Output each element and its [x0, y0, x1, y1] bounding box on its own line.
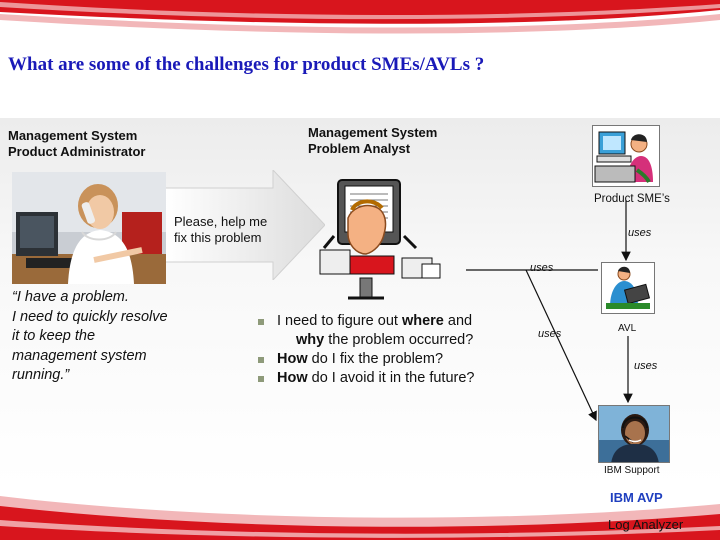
sme-clipart [594, 131, 653, 183]
analyst-clipart [319, 179, 441, 300]
quote-line: running.” [12, 367, 70, 383]
quote-line: management system [12, 347, 147, 364]
bullet-emphasis: How [277, 351, 308, 367]
bullet-text: the problem occurred? [324, 332, 474, 348]
help-request-text: Please, help me fix this problem [174, 214, 267, 246]
support-photo [599, 406, 669, 462]
role-line: Product Administrator [8, 144, 146, 159]
callout-line: fix this problem [174, 230, 262, 245]
bullet-continuation: why the problem occurred? [277, 331, 474, 350]
product-name: Log Analyzer [608, 517, 684, 532]
role-product-administrator: Management System Product Administrator [8, 128, 145, 160]
quote-line: “I have a problem. [12, 289, 129, 305]
bullet-square-icon [258, 357, 264, 363]
role-line: Management System [308, 125, 438, 140]
quote-line: I need to quickly resolve [12, 308, 168, 325]
handoff-arrow [165, 170, 325, 280]
slide-title: What are some of the challenges for prod… [8, 54, 485, 75]
challenge-item: I need to figure out where and why the p… [258, 312, 474, 350]
avl-clipart [606, 266, 651, 309]
uses-label: uses [538, 328, 562, 340]
bullet-emphasis: where [401, 313, 444, 329]
callout-line: Please, help me [174, 214, 268, 229]
avl-node [601, 262, 655, 314]
product-sme-node [592, 125, 660, 187]
support-label: IBM Support [604, 465, 660, 476]
header-swoosh [0, 0, 720, 34]
challenge-item: How do I fix the problem? [258, 350, 474, 369]
bullet-text: I need to figure out [277, 313, 402, 329]
bullet-text: do I avoid it in the future? [307, 370, 475, 386]
connector-analyst-support [525, 269, 597, 422]
footer-swoosh [0, 496, 720, 540]
bullet-text: do I fix the problem? [307, 351, 444, 367]
role-line: Problem Analyst [308, 141, 411, 156]
role-line: Management System [8, 128, 138, 143]
role-problem-analyst: Management System Problem Analyst [308, 125, 437, 157]
ibm-support-node [598, 405, 670, 463]
uses-label: uses [628, 227, 652, 239]
bullet-square-icon [258, 319, 264, 325]
bullet-emphasis: why [296, 332, 325, 348]
challenge-item: How do I avoid it in the future? [258, 369, 474, 388]
challenge-list: I need to figure out where and why the p… [258, 312, 474, 388]
uses-label: uses [530, 262, 554, 274]
avl-label: AVL [618, 323, 637, 334]
bullet-emphasis: How [277, 370, 308, 386]
quote-line: it to keep the [12, 328, 96, 344]
uses-label: uses [634, 360, 658, 372]
administrator-quote: “I have a problem. I need to quickly res… [12, 288, 168, 386]
bullet-square-icon [258, 376, 264, 382]
administrator-photo [12, 172, 166, 284]
bullet-text: and [443, 313, 473, 329]
brand-name: IBM AVP [610, 490, 663, 505]
sme-label: Product SME’s [594, 193, 670, 205]
